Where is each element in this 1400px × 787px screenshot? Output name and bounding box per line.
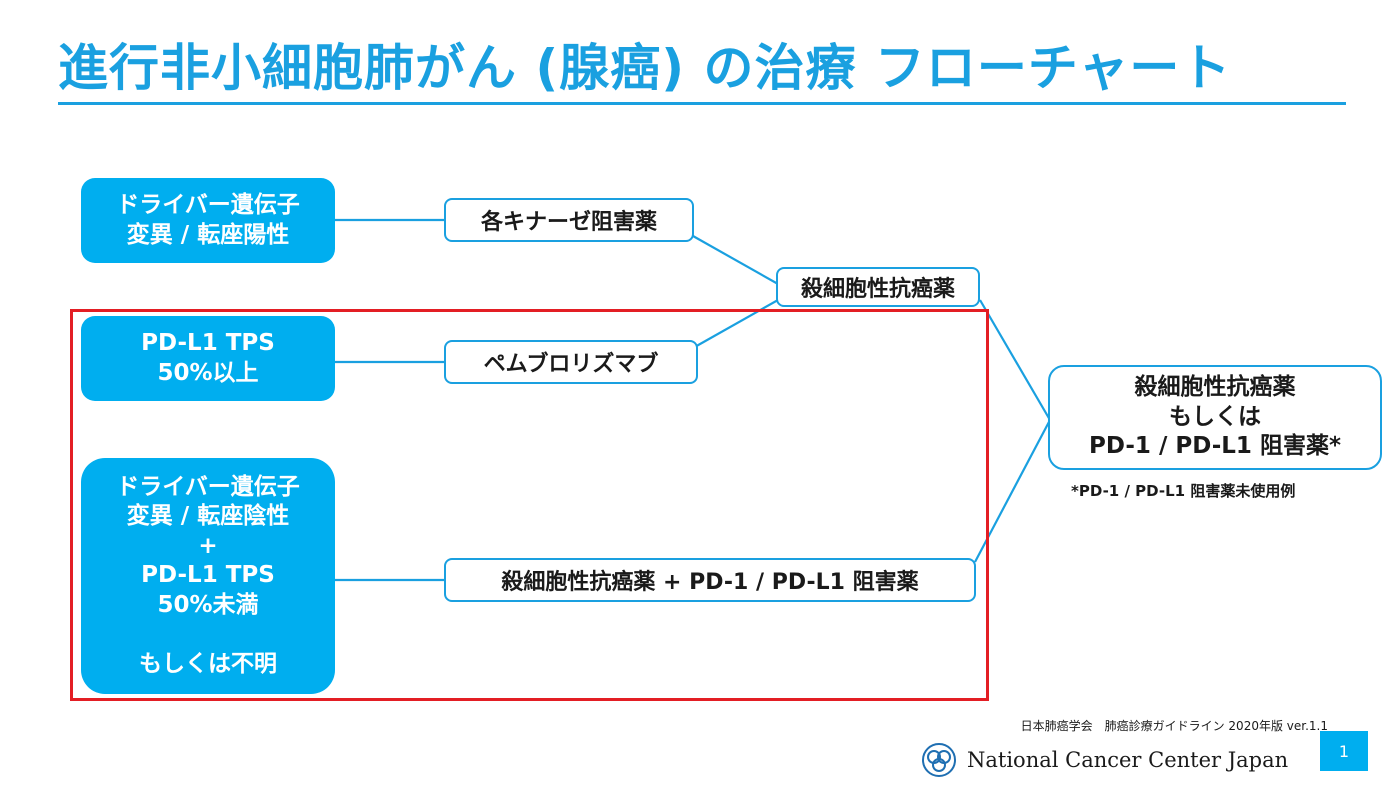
final-treatment-box: 殺細胞性抗癌薬 もしくは PD-1 / PD-L1 阻害薬* [1048,365,1382,470]
connector-kinase-to-cytotoxic [692,235,779,285]
treatment-cytotoxic: 殺細胞性抗癌薬 [776,267,980,307]
condition-driver-positive: ドライバー遺伝子 変異 / 転座陽性 [81,178,335,263]
final-line-2: もしくは [1169,403,1261,430]
condition-driver-negative: ドライバー遺伝子 変異 / 転座陰性 + PD-L1 TPS 50%未満 もしく… [81,458,335,694]
slide-title: 進行非小細胞肺がん (腺癌) の治療 フローチャート [58,39,1232,97]
organization-name: National Cancer Center Japan [967,748,1289,772]
footer-logo: National Cancer Center Japan [921,742,1288,778]
final-line-1: 殺細胞性抗癌薬 [1134,373,1296,400]
condition-pdl1-high: PD-L1 TPS 50%以上 [81,316,335,401]
page-number: 1 [1320,731,1368,771]
treatment-kinase-inhibitor: 各キナーゼ阻害薬 [444,198,694,242]
source-citation: 日本肺癌学会 肺癌診療ガイドライン 2020年版 ver.1.1 [1020,719,1328,733]
footnote: *PD-1 / PD-L1 阻害薬未使用例 [1071,482,1296,500]
treatment-pembrolizumab: ペムブロリズマブ [444,340,698,384]
ncc-logo-icon [922,743,956,777]
highlight-frame [70,309,989,701]
title-underline [58,102,1346,105]
connector-pembro-to-cytotoxic [692,299,779,349]
connector-cytotoxic-to-final [979,299,1051,421]
final-line-3: PD-1 / PD-L1 阻害薬* [1089,433,1341,460]
treatment-combo: 殺細胞性抗癌薬 + PD-1 / PD-L1 阻害薬 [444,558,976,602]
